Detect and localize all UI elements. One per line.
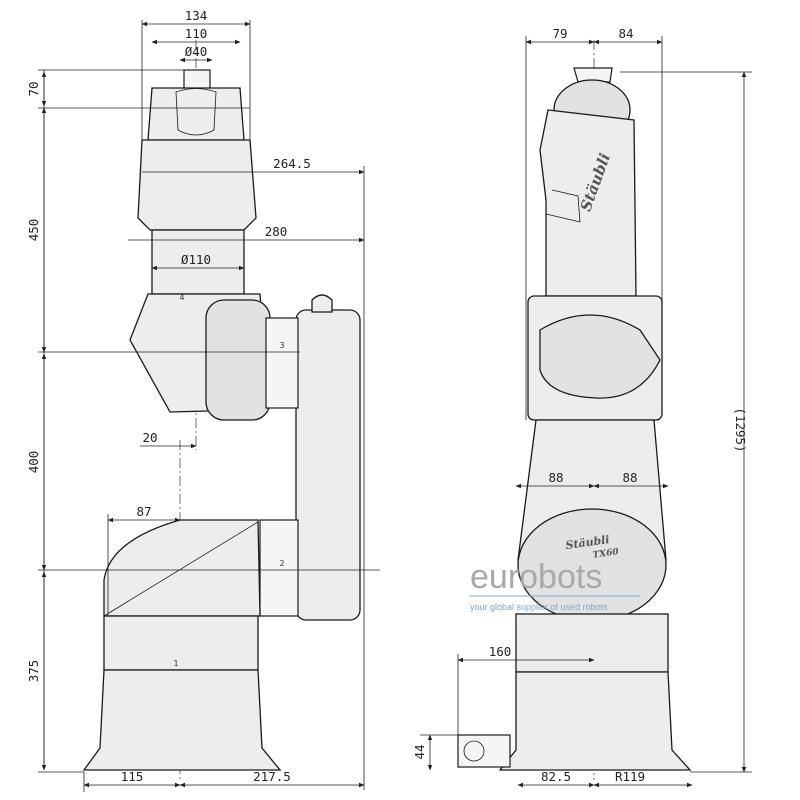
- dim-280: 280: [265, 224, 288, 239]
- dim-264-5: 264.5: [273, 156, 311, 171]
- side-flange: [573, 67, 613, 83]
- front-axis3-hub: [265, 317, 299, 409]
- base-brand-logo: Stäubli: [565, 533, 611, 552]
- axis3-marker: 3: [279, 341, 284, 350]
- side-base: [498, 671, 692, 771]
- front-base-ring: [103, 615, 259, 671]
- dim-84: 84: [618, 26, 633, 41]
- side-forearm-panel: [545, 189, 581, 223]
- dim-d40: Ø40: [185, 44, 208, 59]
- dim-d110: Ø110: [181, 252, 211, 267]
- dim-79: 79: [552, 26, 567, 41]
- side-connector-socket: [463, 740, 485, 762]
- dim-r119: R119: [615, 769, 645, 784]
- axis4-marker: 4: [179, 293, 184, 302]
- eurobots-watermark: eurobots your global supplier of used ro…: [470, 558, 640, 612]
- front-wrist: [147, 87, 245, 141]
- dim-217-5: 217.5: [253, 769, 291, 784]
- dim-375: 375: [26, 660, 41, 683]
- watermark-tagline: your global supplier of used robots: [470, 602, 608, 612]
- dim-70: 70: [26, 81, 41, 96]
- dim-1295: (1295): [733, 407, 748, 452]
- front-wrist-inner: [175, 88, 217, 136]
- front-axis2-hub: [259, 519, 299, 617]
- side-connector-box: [457, 734, 511, 768]
- side-dimension-lines: [420, 36, 752, 788]
- front-shoulder-diagonal: [103, 521, 259, 617]
- dim-82-5: 82.5: [541, 769, 571, 784]
- dim-115: 115: [121, 769, 144, 784]
- front-forearm-tube: [151, 229, 245, 295]
- front-dimension-lines: [83, 20, 365, 792]
- dim-400: 400: [26, 451, 41, 474]
- dim-134: 134: [185, 8, 208, 23]
- axis1-marker: 1: [173, 659, 178, 668]
- watermark-logo: eurobots: [470, 558, 602, 596]
- side-elbow-cover: [539, 314, 661, 399]
- axis2-marker: 2: [279, 559, 284, 568]
- side-base-ring: [515, 613, 669, 673]
- dim-87: 87: [136, 504, 151, 519]
- front-axis3-cover: [205, 299, 271, 421]
- dim-20: 20: [142, 430, 157, 445]
- front-top-connector: [311, 294, 333, 313]
- side-view: [457, 40, 692, 780]
- dim-110: 110: [185, 26, 208, 41]
- front-base: [82, 669, 282, 771]
- base-model-label: TX60: [592, 547, 620, 561]
- front-view: [82, 40, 361, 780]
- dim-88-left: 88: [548, 470, 563, 485]
- dim-450: 450: [26, 219, 41, 242]
- dim-160: 160: [489, 644, 512, 659]
- left-dimension-lines: [38, 69, 380, 773]
- dim-44: 44: [412, 744, 427, 759]
- front-forearm: [137, 139, 257, 231]
- dim-88-right: 88: [622, 470, 637, 485]
- front-flange: [183, 69, 211, 91]
- front-upper-arm: [295, 309, 361, 621]
